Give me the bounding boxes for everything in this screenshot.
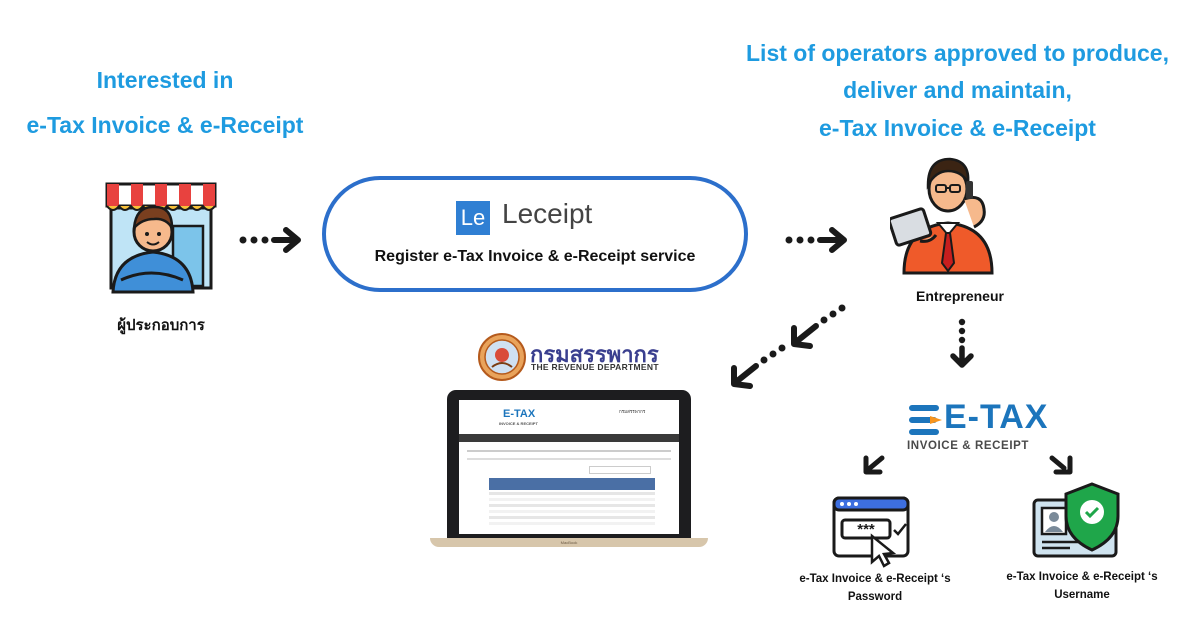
arrow-entrepreneur-to-revenue-upper — [791, 304, 846, 349]
password-label: e-Tax Invoice & e-Receipt ‘s Password — [770, 571, 980, 607]
laptop-text-line — [467, 450, 671, 452]
arrow-leceipt-to-entrepreneur — [785, 227, 847, 253]
left-title-line2: e-Tax Invoice & e-Receipt — [26, 111, 304, 138]
etax-logo-text: E-TAX — [944, 398, 1049, 436]
laptop-table-row — [489, 510, 655, 513]
businessman-icon — [890, 157, 994, 275]
arrow-etax-to-password — [863, 455, 885, 475]
laptop-search-box — [589, 466, 651, 474]
laptop-brand: MacBook — [560, 540, 578, 545]
username-id-card-icon — [1032, 482, 1120, 558]
revenue-english-name: THE REVENUE DEPARTMENT — [531, 362, 659, 372]
laptop-screen: E-TAX INVOICE & RECEIPT กรมสรรพากร — [459, 400, 679, 534]
right-title-line3: e-Tax Invoice & e-Receipt — [819, 114, 1096, 141]
username-label: e-Tax Invoice & e-Receipt ‘s Username — [982, 569, 1182, 605]
right-title-line2: deliver and maintain, — [843, 77, 1072, 104]
shop-owner-icon — [105, 182, 217, 294]
entrepreneur-label: Entrepreneur — [916, 288, 1004, 304]
left-title-line1: Interested in — [96, 67, 234, 93]
revenue-seal-icon — [478, 333, 526, 381]
password-label-line1: e-Tax Invoice & e-Receipt ‘s — [799, 573, 951, 585]
laptop-table-row — [489, 504, 655, 507]
laptop-nav-bar — [459, 434, 679, 442]
right-title-line1: List of operators approved to produce, — [746, 40, 1169, 66]
username-label-line2: Username — [1054, 588, 1110, 601]
arrow-entrepreneur-to-revenue-lower — [731, 344, 786, 389]
laptop-text-line — [467, 458, 671, 460]
leceipt-name: Leceipt — [502, 198, 593, 229]
arrow-shop-to-leceipt — [239, 227, 301, 253]
revenue-thai-name: กรมสรรพากร — [530, 342, 659, 367]
left-title: Interested in e-Tax Invoice & e-Receipt — [10, 62, 320, 144]
laptop-table-row — [489, 522, 655, 525]
laptop-table-row — [489, 498, 655, 501]
etax-logo-sub: INVOICE & RECEIPT — [907, 440, 1030, 452]
laptop-etax-logo-sub: INVOICE & RECEIPT — [499, 421, 538, 426]
arrow-etax-to-username — [1049, 455, 1073, 475]
laptop-table-row — [489, 516, 655, 519]
laptop-table-row — [489, 492, 655, 495]
etax-logo-icon — [909, 405, 942, 435]
laptop-base: MacBook — [430, 538, 708, 547]
username-label-line1: e-Tax Invoice & e-Receipt ‘s — [1006, 571, 1158, 583]
right-title: List of operators approved to produce, d… — [720, 35, 1195, 147]
laptop-etax-logo: E-TAX — [503, 408, 536, 420]
laptop-screen-bezel: E-TAX INVOICE & RECEIPT กรมสรรพากร — [447, 390, 691, 538]
arrow-entrepreneur-to-etax — [950, 318, 974, 368]
password-mask: *** — [857, 521, 875, 538]
leceipt-service-text: Register e-Tax Invoice & e-Receipt servi… — [374, 248, 696, 265]
laptop-site-title: กรมสรรพากร — [619, 409, 646, 414]
shop-owner-label: ผู้ประกอบการ — [117, 317, 205, 334]
laptop-table-header — [489, 478, 655, 490]
password-label-line2: Password — [847, 590, 903, 603]
leceipt-register-card[interactable]: Le Leceipt Register e-Tax Invoice & e-Re… — [322, 176, 748, 292]
leceipt-logo-icon: Le — [456, 201, 490, 235]
password-window-icon — [832, 496, 910, 568]
